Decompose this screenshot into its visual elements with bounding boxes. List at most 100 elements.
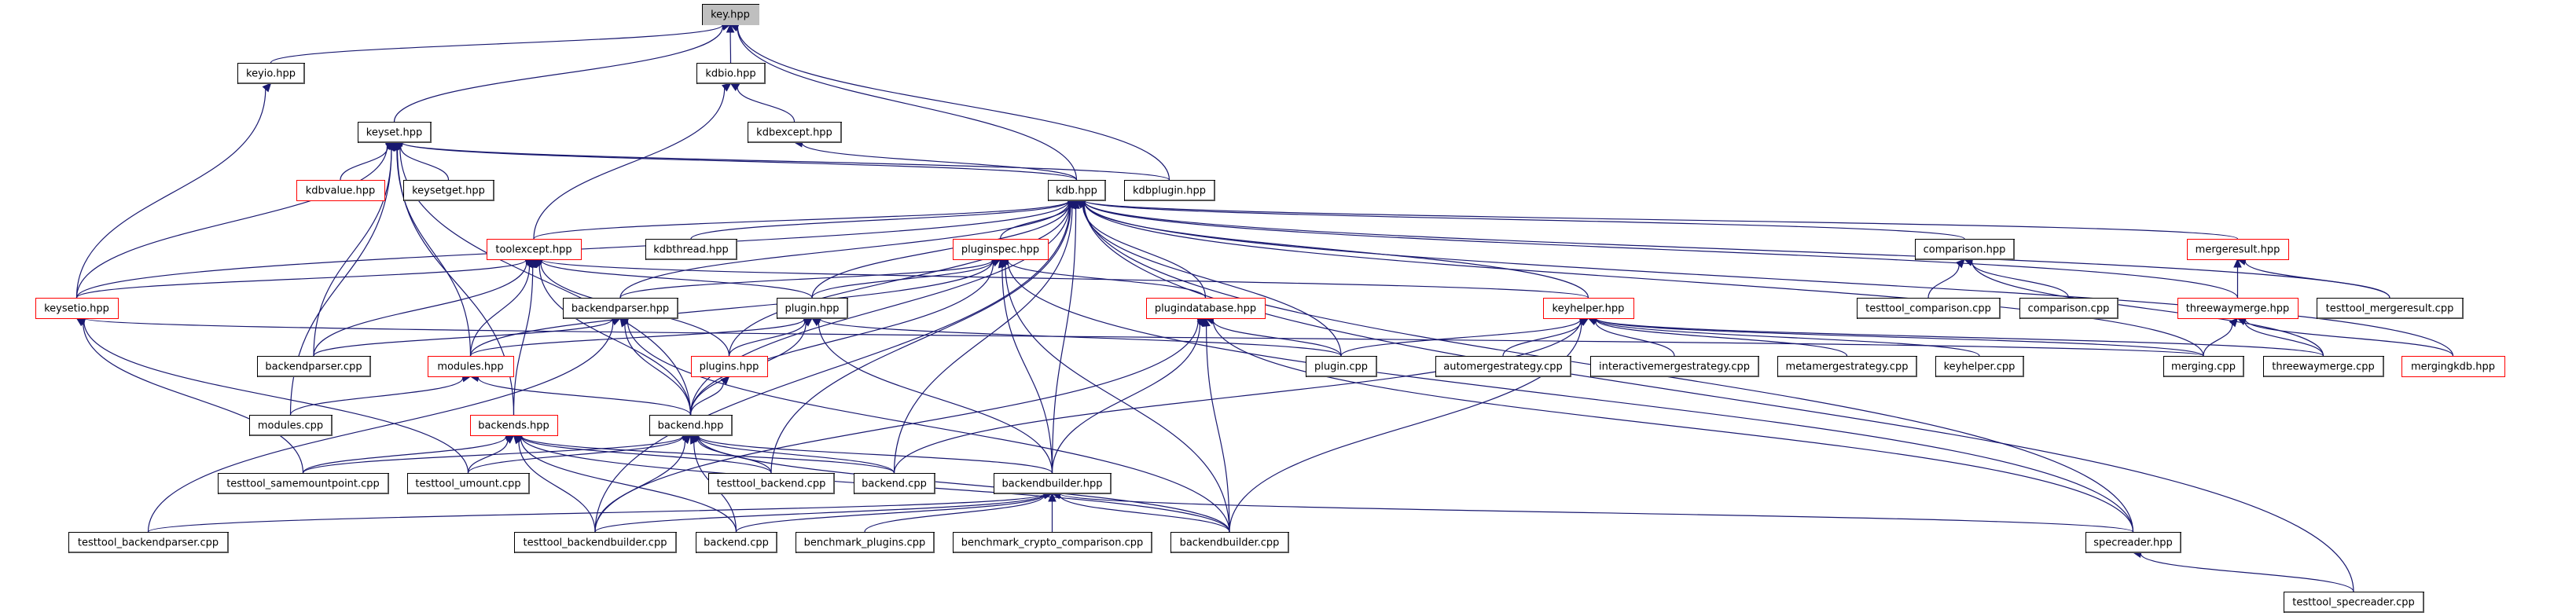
node-shadow: [776, 533, 777, 553]
node-backend-cpp-b[interactable]: backend.cpp: [696, 532, 778, 554]
node-testtool-backend-cpp[interactable]: testtool_backend.cpp: [708, 473, 836, 495]
edge-backend_hpp-to-toolexcept_hpp: [533, 258, 692, 416]
node-interactivemergestrategy-cpp[interactable]: interactivemergestrategy.cpp: [1590, 356, 1760, 378]
edge-kdbio_hpp-to-key_hpp: [726, 23, 735, 64]
node-automergestrategy-cpp[interactable]: automergestrategy.cpp: [1435, 356, 1572, 378]
node-keyset-hpp[interactable]: keyset.hpp: [358, 122, 432, 144]
node-label: benchmark_plugins.cpp: [804, 537, 926, 549]
arrowhead-icon: [721, 82, 732, 92]
node-keysetio-hpp[interactable]: keysetio.hpp: [35, 298, 119, 319]
node-shadow: [1858, 317, 2001, 319]
arrowhead-icon: [2229, 317, 2239, 328]
node-shadow: [1151, 533, 1152, 553]
edge-modules_hpp-to-keyset_hpp: [393, 141, 472, 357]
edge-testtool_mergeresult_cpp-to-mergeresult_hpp: [2236, 257, 2390, 299]
edge-kdb_hpp-to-keyset_hpp: [393, 138, 1078, 181]
node-box: [2177, 298, 2299, 319]
node-backend-hpp[interactable]: backend.hpp: [649, 415, 733, 437]
node-backendparser-hpp[interactable]: backendparser.hpp: [563, 298, 679, 320]
node-testtool-comparison-cpp[interactable]: testtool_comparison.cpp: [1857, 298, 2001, 320]
node-metamergestrategy-cpp[interactable]: metamergestrategy.cpp: [1777, 356, 1918, 378]
edge-line: [401, 142, 1078, 181]
edge-keyhelper_cpp-to-keyhelper_hpp: [1587, 314, 1980, 357]
edge-line: [1083, 202, 2354, 592]
edge-line: [538, 265, 692, 416]
node-kdbplugin-hpp[interactable]: kdbplugin.hpp: [1124, 180, 1216, 202]
node-threewaymerge-hpp[interactable]: threewaymerge.hpp: [2177, 298, 2299, 319]
edge-plugin_cpp-to-keyhelper_hpp: [1340, 315, 1589, 357]
node-testtool-umount-cpp[interactable]: testtool_umount.cpp: [407, 473, 531, 495]
edge-line: [1083, 200, 1965, 240]
node-benchmark-plugins-cpp[interactable]: benchmark_plugins.cpp: [796, 532, 935, 554]
node-mergingkdb-hpp[interactable]: mergingkdb.hpp: [2401, 356, 2505, 377]
node-benchmark-crypto-comparison-cpp[interactable]: benchmark_crypto_comparison.cpp: [953, 532, 1153, 554]
node-plugin-cpp[interactable]: plugin.cpp: [1306, 356, 1378, 378]
node-kdbio-hpp[interactable]: kdbio.hpp: [696, 63, 766, 85]
arrowhead-icon: [1048, 492, 1056, 502]
node-shadow: [650, 434, 733, 436]
node-label: backendbuilder.hpp: [1002, 478, 1103, 490]
node-toolexcept-hpp[interactable]: toolexcept.hpp: [487, 239, 582, 260]
node-plugins-hpp[interactable]: plugins.hpp: [691, 356, 768, 377]
node-plugin-hpp[interactable]: plugin.hpp: [777, 298, 849, 320]
edge-testtool_specreader_cpp-to-specreader_hpp: [2132, 549, 2354, 592]
node-keyio-hpp[interactable]: keyio.hpp: [237, 63, 306, 85]
node-testtool-samemountpoint-cpp[interactable]: testtool_samemountpoint.cpp: [218, 473, 390, 495]
node-box: [68, 532, 229, 553]
node-keyhelper-hpp[interactable]: keyhelper.hpp: [1543, 298, 1634, 319]
node-threewaymerge-cpp[interactable]: threewaymerge.cpp: [2263, 356, 2385, 378]
edge-line: [1083, 201, 1589, 299]
node-shadow: [2117, 299, 2118, 319]
edge-backendbuilder_hpp-to-plugin_hpp: [810, 317, 1053, 474]
node-backendbuilder-hpp[interactable]: backendbuilder.hpp: [994, 473, 1112, 495]
node-comparison-cpp[interactable]: comparison.cpp: [2019, 298, 2119, 320]
node-shadow: [748, 141, 842, 143]
node-comparison-hpp[interactable]: comparison.hpp: [1915, 239, 2016, 261]
node-modules-hpp[interactable]: modules.hpp: [428, 356, 514, 377]
node-keysetget-hpp[interactable]: keysetget.hpp: [403, 180, 495, 202]
edge-line: [477, 377, 692, 416]
node-box: [1146, 298, 1266, 319]
node-kdbexcept-hpp[interactable]: kdbexcept.hpp: [748, 122, 843, 144]
node-kdb-hpp[interactable]: kdb.hpp: [1048, 180, 1107, 202]
arrowhead-icon: [1578, 317, 1589, 326]
arrowhead-icon: [810, 317, 821, 327]
node-kdbvalue-hpp[interactable]: kdbvalue.hpp: [296, 180, 385, 201]
node-backendbuilder-cpp[interactable]: backendbuilder.cpp: [1170, 532, 1290, 554]
node-keyhelper-cpp[interactable]: keyhelper.cpp: [1935, 356, 2025, 378]
edge-line: [1001, 266, 1053, 474]
edge-backend_hpp-to-modules_hpp: [469, 373, 692, 416]
node-mergeresult-hpp[interactable]: mergeresult.hpp: [2187, 239, 2289, 260]
node-plugindatabase-hpp[interactable]: plugindatabase.hpp: [1146, 298, 1266, 319]
edge-line: [541, 260, 813, 299]
node-pluginspec-hpp[interactable]: pluginspec.hpp: [953, 239, 1049, 260]
node-shadow: [954, 552, 1152, 553]
edge-line: [1059, 493, 2134, 533]
arrowhead-icon: [262, 82, 272, 93]
node-specreader-hpp[interactable]: specreader.hpp: [2085, 532, 2182, 554]
arrowhead-icon: [803, 317, 813, 327]
node-backend-cpp-a[interactable]: backend.cpp: [854, 473, 936, 495]
node-shadow: [250, 434, 333, 436]
node-merging-cpp[interactable]: merging.cpp: [2163, 356, 2245, 378]
node-shadow: [1570, 357, 1571, 377]
edge-line: [1051, 324, 1201, 474]
node-label: kdbthread.hpp: [653, 244, 729, 256]
node-shadow: [1125, 200, 1215, 201]
node-testtool-mergeresult-cpp[interactable]: testtool_mergeresult.cpp: [2317, 298, 2464, 320]
node-label: automergestrategy.cpp: [1443, 361, 1562, 373]
node-testtool-backendparser-cpp[interactable]: testtool_backendparser.cpp: [68, 532, 230, 554]
edge-line: [1212, 320, 1342, 357]
edge-line: [1212, 320, 2134, 533]
node-kdbthread-hpp[interactable]: kdbthread.hpp: [645, 239, 738, 261]
edge-line: [1007, 260, 1207, 299]
node-testtool-specreader-cpp[interactable]: testtool_specreader.cpp: [2284, 592, 2425, 614]
node-label: kdbexcept.hpp: [756, 127, 832, 139]
edge-plugins_hpp-to-plugin_hpp: [728, 317, 814, 357]
edge-line: [689, 382, 725, 416]
node-testtool-backendbuilder-cpp[interactable]: testtool_backendbuilder.cpp: [514, 532, 678, 554]
node-modules-cpp[interactable]: modules.cpp: [249, 415, 333, 437]
node-backends-hpp[interactable]: backends.hpp: [470, 415, 558, 436]
node-backendparser-cpp[interactable]: backendparser.cpp: [257, 356, 372, 378]
node-label: specreader.hpp: [2093, 537, 2172, 549]
